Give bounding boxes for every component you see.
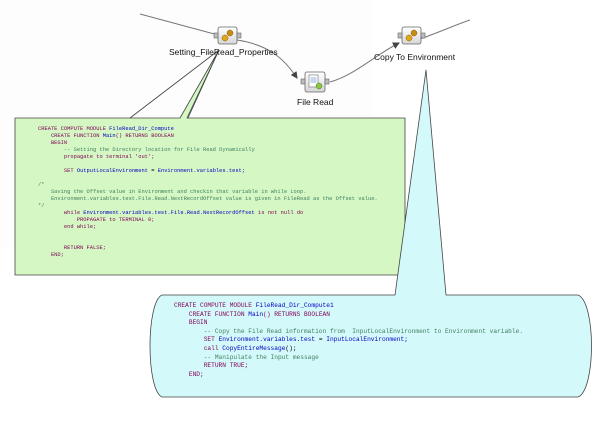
code-token: Saving the Offset value in Environment a… — [38, 189, 307, 195]
code-token: = — [315, 336, 327, 344]
code-token: CREATE COMPUTE MODULE — [174, 302, 256, 309]
code-token: call — [174, 344, 223, 352]
node-copy[interactable] — [397, 26, 426, 45]
code-line — [38, 238, 378, 245]
callout-1-tail — [129, 49, 220, 119]
code-line: CREATE FUNCTION Main() RETURNS BOOLEAN — [38, 133, 378, 140]
code-token: end while; — [38, 224, 97, 230]
code-token: Main — [248, 310, 264, 318]
code-line: RETURN TRUE; — [174, 362, 523, 371]
code-token: END; — [38, 252, 64, 258]
code-token: Environment.variables.test.File.Read.Nex… — [38, 196, 378, 202]
code-line: /* — [38, 182, 378, 189]
code-token: Main — [102, 133, 116, 139]
code-token: while — [38, 210, 84, 216]
code-line: CREATE COMPUTE MODULE FileRead_Dir_Compu… — [174, 302, 523, 311]
code-line: -- Setting the Directory location for Fi… — [38, 147, 378, 154]
code-token: Environment.variables.test; — [157, 168, 246, 174]
code-token: -- Setting the Directory location for Fi… — [38, 147, 255, 153]
code-line — [38, 161, 378, 168]
code-token: CREATE FUNCTION — [38, 133, 103, 139]
node-label-copy[interactable]: Copy To Environment — [374, 52, 456, 62]
code-token: /* — [38, 182, 45, 188]
code-line: -- Copy the File Read information from I… — [174, 328, 523, 337]
code-token: SET — [174, 336, 219, 344]
code-line: Saving the Offset value in Environment a… — [38, 189, 378, 196]
callout-compute-2 — [149, 69, 592, 398]
node-fileread[interactable] — [300, 71, 330, 93]
compute-node-icon — [221, 29, 234, 42]
connection-in — [139, 13, 219, 36]
code-token: = — [148, 168, 158, 174]
code-token: OutputLocalEnvironment — [76, 168, 148, 174]
code-token: PROPAGATE to TERMINAL 0; — [38, 217, 155, 223]
code-token: BEGIN — [174, 319, 208, 327]
connection-fileread-to-copy[interactable] — [329, 42, 400, 83]
callout-compute-1 — [14, 49, 406, 276]
code-token: FileRead_Dir_Compute — [109, 126, 174, 132]
code-token: -- Copy the File Read information from I… — [174, 327, 524, 335]
code-line: PROPAGATE to TERMINAL 0; — [38, 217, 378, 224]
code-line: CREATE COMPUTE MODULE FileRead_Dir_Compu… — [38, 126, 378, 133]
code-line — [38, 231, 378, 238]
code-line: END; — [174, 371, 523, 380]
node-setting[interactable] — [213, 26, 242, 45]
code-line: SET OutputLocalEnvironment = Environment… — [38, 168, 378, 175]
code-line: while Environment.variables.test.File.Re… — [38, 210, 378, 217]
esql-code-compute-1: CREATE COMPUTE MODULE FileRead_Dir_Compu… — [38, 126, 378, 259]
connection-out — [419, 19, 471, 40]
code-line: Environment.variables.test.File.Read.Nex… — [38, 196, 378, 203]
code-line: BEGIN — [38, 140, 378, 147]
code-token: Environment.variables.test — [218, 336, 316, 344]
code-token: RETURN TRUE; — [174, 362, 249, 370]
code-line: propagate to terminal 'out'; — [38, 154, 378, 161]
code-token: Environment.variables.test.File.Read.Nex… — [83, 210, 255, 216]
code-line — [38, 175, 378, 182]
code-line: SET Environment.variables.test = InputLo… — [174, 336, 523, 345]
code-token: is not null do — [254, 210, 304, 216]
code-token: RETURN FALSE; — [38, 245, 106, 251]
node-label-setting[interactable]: Setting_FileRead_Properties — [169, 47, 278, 57]
code-line: -- Manipulate the Input message — [174, 354, 523, 363]
code-line: end while; — [38, 224, 378, 231]
compute-node-icon — [405, 29, 418, 42]
code-token: */ — [38, 203, 45, 209]
code-line: CREATE FUNCTION Main() RETURNS BOOLEAN — [174, 311, 523, 320]
node-label-fileread[interactable]: File Read — [297, 97, 334, 107]
code-token: CREATE FUNCTION — [174, 310, 249, 318]
code-token: CREATE COMPUTE MODULE — [38, 126, 110, 132]
code-token: () RETURNS BOOLEAN — [115, 133, 174, 139]
code-token: (); — [285, 344, 297, 352]
code-token: BEGIN — [38, 140, 68, 146]
code-line: call CopyEntireMessage(); — [174, 345, 523, 354]
code-token: FileRead_Dir_Compute1 — [255, 302, 334, 309]
esql-code-compute-2: CREATE COMPUTE MODULE FileRead_Dir_Compu… — [174, 302, 523, 379]
connection-setting-to-fileread[interactable] — [236, 39, 298, 79]
code-line: BEGIN — [174, 319, 523, 328]
code-token: CopyEntireMessage — [222, 344, 286, 352]
code-line: END; — [38, 252, 378, 259]
code-token: -- Manipulate the Input message — [174, 353, 319, 361]
code-token: SET — [38, 168, 77, 174]
code-token: InputLocalEnvironment; — [326, 336, 408, 344]
code-token: () RETURNS BOOLEAN — [263, 310, 330, 318]
code-token: END; — [174, 370, 204, 378]
code-line: */ — [38, 203, 378, 210]
file-read-node-icon — [308, 74, 323, 90]
code-token: propagate to terminal 'out'; — [38, 154, 155, 160]
code-line: RETURN FALSE; — [38, 245, 378, 252]
